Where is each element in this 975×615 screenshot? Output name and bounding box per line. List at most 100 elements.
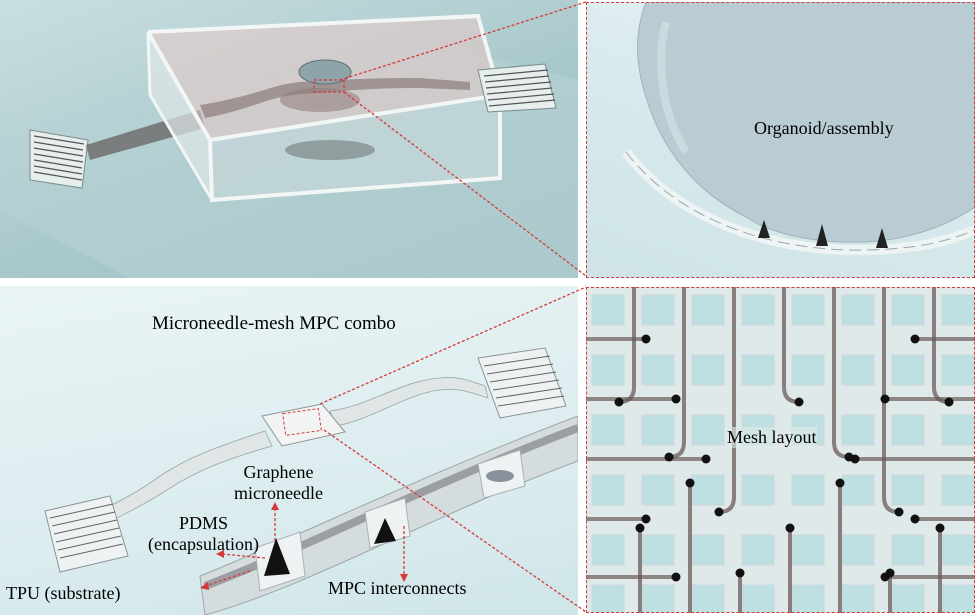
panel-mpc-combo [0, 286, 578, 615]
mesh-pad [791, 534, 825, 566]
mesh-electrode [835, 478, 845, 488]
mesh-pad [891, 474, 925, 506]
label-graphene-line1: Graphene [243, 462, 314, 482]
mesh-pad [591, 294, 625, 326]
mesh-pad [741, 474, 775, 506]
mesh-electrode [671, 394, 681, 404]
mesh-electrode [910, 334, 920, 344]
left-connector-pad [29, 129, 89, 189]
mesh-pad [591, 354, 625, 386]
mesh-pad [841, 414, 875, 446]
graphene-microneedle-1 [264, 538, 290, 576]
mesh-electrode [844, 452, 854, 462]
mesh-pad [841, 584, 875, 613]
mesh-pad [741, 294, 775, 326]
panel-organoid-closeup [586, 2, 975, 278]
mesh-electrode [664, 452, 674, 462]
mesh-electrode [635, 523, 645, 533]
label-pdms-encapsulation: PDMS (encapsulation) [148, 513, 259, 555]
combo-right-connector [477, 347, 567, 419]
mesh-pad [691, 354, 725, 386]
mesh-electrode [910, 514, 920, 524]
mesh-pad [891, 584, 925, 613]
pdms-chamber [146, 13, 503, 203]
mesh-pad [691, 584, 725, 613]
organoid-body [637, 2, 975, 243]
mesh-pad [791, 474, 825, 506]
mesh-electrode [671, 572, 681, 582]
inner-ribbon-cable [200, 78, 470, 118]
mesh-pad [591, 534, 625, 566]
mesh-pad [741, 354, 775, 386]
mesh-pad [691, 474, 725, 506]
zoom-box-organoid [313, 79, 345, 93]
mesh-pad [841, 534, 875, 566]
mesh-pad [791, 584, 825, 613]
label-mpc-interconnects: MPC interconnects [328, 578, 467, 598]
mpc-combo-illustration [44, 347, 578, 615]
combo-right-ribbon [329, 377, 489, 427]
combo-left-connector [44, 495, 129, 573]
label-microneedle-mesh-combo: Microneedle-mesh MPC combo [152, 313, 396, 334]
panel-chamber-overview [0, 0, 578, 278]
mesh-pad [641, 354, 675, 386]
mesh-pad [641, 294, 675, 326]
mesh-pad [591, 474, 625, 506]
mesh-electrode [880, 394, 890, 404]
label-pdms-line1: PDMS [178, 513, 228, 533]
mesh-pad [791, 294, 825, 326]
mesh-pad [741, 534, 775, 566]
mesh-pad [691, 534, 725, 566]
mesh-electrode [701, 454, 711, 464]
mesh-electrode [641, 334, 651, 344]
mesh-pad [741, 584, 775, 613]
organoid-closeup-illustration [622, 2, 975, 256]
mesh-pad [941, 584, 975, 613]
mesh-pad [641, 584, 675, 613]
mesh-electrode [614, 397, 624, 407]
mesh-layout-illustration [586, 287, 975, 613]
mesh-electrode [685, 478, 695, 488]
mesh-electrode [794, 397, 804, 407]
mesh-pad [941, 474, 975, 506]
mesh-pad [891, 354, 925, 386]
mesh-pad [691, 414, 725, 446]
mesh-pad [941, 534, 975, 566]
mesh-pad [891, 294, 925, 326]
panel-mesh-layout [586, 287, 975, 613]
mesh-pad [941, 414, 975, 446]
microneedle-1 [758, 220, 770, 238]
mesh-electrode [894, 507, 904, 517]
mesh-pad [841, 474, 875, 506]
label-tpu-substrate: TPU (substrate) [6, 583, 121, 603]
label-graphene-microneedle: Graphene microneedle [234, 462, 323, 504]
microneedle-2 [816, 224, 828, 246]
mesh-pad [941, 294, 975, 326]
label-mesh-layout: Mesh layout [727, 427, 817, 448]
mesh-pad [591, 584, 625, 613]
mesh-electrode [885, 568, 895, 578]
label-graphene-line2: microneedle [234, 483, 323, 503]
mesh-electrode [944, 397, 954, 407]
microneedle-3 [876, 228, 888, 248]
mesh-electrode [785, 523, 795, 533]
label-organoid-assembly: Organoid/assembly [754, 118, 894, 138]
mesh-pad [791, 354, 825, 386]
label-pdms-line2: (encapsulation) [148, 534, 259, 554]
mesh-pad [891, 534, 925, 566]
mesh-pad [641, 414, 675, 446]
mesh-pad [891, 414, 925, 446]
mesh-pad [641, 474, 675, 506]
mesh-pad [841, 354, 875, 386]
mesh-electrode [735, 568, 745, 578]
chamber-illustration [0, 13, 578, 278]
right-connector-pad [477, 63, 557, 113]
mesh-pad [841, 294, 875, 326]
mesh-pad [591, 414, 625, 446]
mesh-electrode [641, 514, 651, 524]
mesh-pad [691, 294, 725, 326]
mesh-pad [941, 354, 975, 386]
mesh-electrode [935, 523, 945, 533]
mesh-electrode [714, 507, 724, 517]
